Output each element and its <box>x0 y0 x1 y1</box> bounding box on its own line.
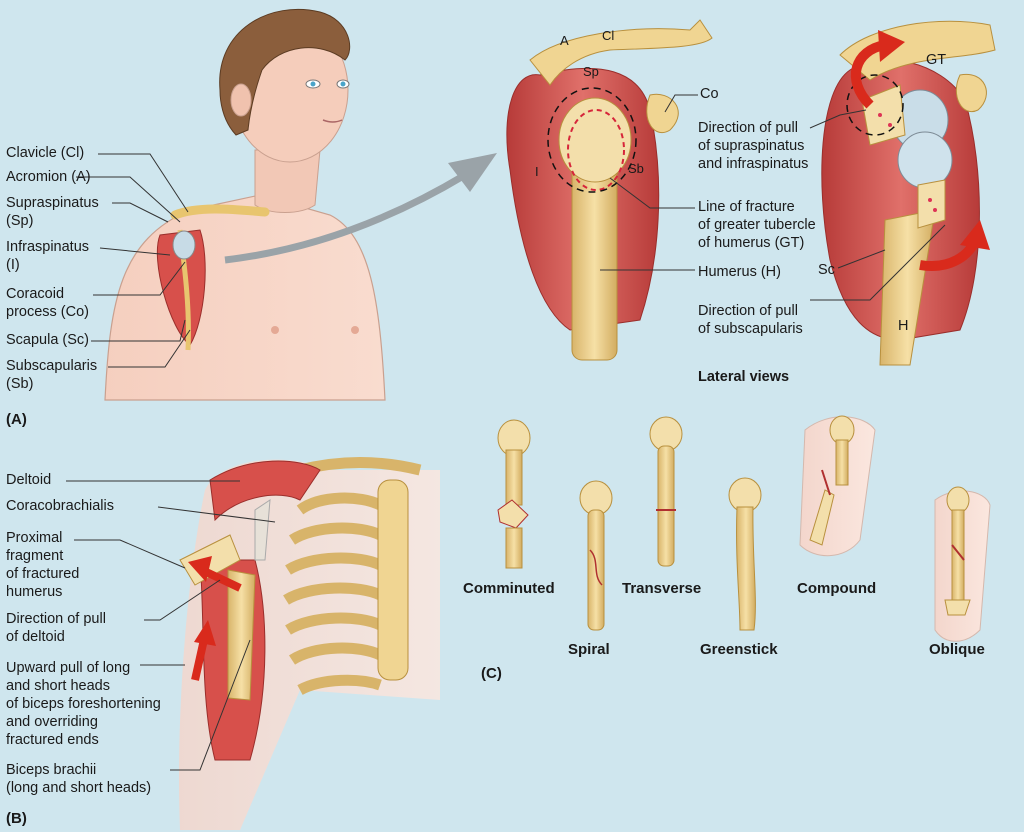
label-scapula: Scapula (Sc) <box>6 332 90 348</box>
bone-compound <box>799 415 876 557</box>
label-supraspinatus-2: (Sp) <box>6 213 34 229</box>
arrow-supraspinatus-head <box>878 30 905 62</box>
label-upward-2: and short heads <box>6 678 110 694</box>
label-infraspinatus-1: Infraspinatus <box>6 239 90 255</box>
panel-a-tag: (A) <box>6 411 27 428</box>
panel-b-chest <box>179 457 441 830</box>
label-oblique: Oblique <box>929 641 985 658</box>
label-greenstick: Greenstick <box>700 641 778 658</box>
label-deltoid: Deltoid <box>6 472 52 488</box>
abbr-greater-tubercle: GT <box>926 52 947 68</box>
panel-c-tag: (C) <box>481 665 502 682</box>
arrow-subscapularis-head <box>960 220 990 250</box>
man-figure <box>104 8 386 401</box>
bone-comminuted <box>497 419 531 569</box>
panel-b-tag: (B) <box>6 810 27 827</box>
bone-spiral <box>579 480 613 631</box>
label-fracture-1: Line of fracture <box>698 199 795 215</box>
caption-lateral-views: Lateral views <box>698 369 790 385</box>
label-pull-supra-2: of supraspinatus <box>698 138 805 154</box>
fracture-bones <box>497 415 991 642</box>
label-pull-sub-2: of subscapularis <box>698 321 803 337</box>
label-spiral: Spiral <box>568 641 610 658</box>
arrow-deltoid-pull <box>200 566 242 592</box>
abbr-clavicle: Cl <box>602 28 615 43</box>
bone-transverse <box>649 416 683 567</box>
label-pull-sub-1: Direction of pull <box>698 303 798 319</box>
label-coracoid-2: process (Co) <box>6 304 89 320</box>
label-upward-5: fractured ends <box>6 732 99 748</box>
label-subscapularis-1: Subscapularis <box>6 358 98 374</box>
abbr-acromion: A <box>560 33 569 48</box>
label-pull-deltoid-2: of deltoid <box>6 629 65 645</box>
label-biceps-2: (long and short heads) <box>6 780 152 796</box>
label-fracture-3: of humerus (GT) <box>698 235 805 251</box>
label-pull-deltoid-1: Direction of pull <box>6 611 106 627</box>
lateral-leaders <box>600 94 946 301</box>
panel-a-leaders <box>76 153 191 368</box>
abbr-humerus: H <box>898 318 909 334</box>
label-subscapularis-2: (Sb) <box>6 376 34 392</box>
label-upward-4: and overriding <box>6 714 98 730</box>
pointer-arrowhead <box>448 153 497 192</box>
label-biceps-1: Biceps brachii <box>6 762 97 778</box>
label-proximal-1: Proximal <box>6 530 63 546</box>
label-pull-supra-1: Direction of pull <box>698 120 798 136</box>
arrow-biceps-head <box>194 620 216 646</box>
lateral-view-2 <box>821 20 996 366</box>
label-infraspinatus-2: (I) <box>6 257 20 273</box>
bone-greenstick <box>728 477 762 631</box>
label-coracoid-1: Coracoid <box>6 286 65 302</box>
pointer-arrow <box>224 171 467 264</box>
abbr-subscapularis: Sb <box>628 161 644 176</box>
arrow-supraspinatus-pull <box>850 40 887 109</box>
label-fracture-2: of greater tubercle <box>698 217 816 233</box>
panel-b-leaders <box>66 480 276 771</box>
label-comminuted: Comminuted <box>463 580 555 597</box>
bone-oblique <box>934 486 991 642</box>
lateral-view-1 <box>506 19 713 361</box>
label-proximal-3: of fractured <box>6 566 80 582</box>
arrow-deltoid-head <box>188 556 212 582</box>
label-coracobrachialis: Coracobrachialis <box>6 498 114 514</box>
label-proximal-4: humerus <box>6 584 63 600</box>
label-acromion: Acromion (A) <box>6 169 91 185</box>
abbr-supraspinatus: Sp <box>583 64 599 79</box>
label-clavicle: Clavicle (Cl) <box>6 145 85 161</box>
label-upward-1: Upward pull of long <box>6 660 131 676</box>
label-humerus: Humerus (H) <box>698 264 781 280</box>
label-pull-supra-3: and infraspinatus <box>698 156 809 172</box>
label-proximal-2: fragment <box>6 548 64 564</box>
abbr-scapula: Sc <box>818 262 835 278</box>
abbr-coracoid: Co <box>700 86 719 102</box>
label-supraspinatus-1: Supraspinatus <box>6 195 99 211</box>
abbr-infraspinatus: I <box>535 164 539 179</box>
label-upward-3: of biceps foreshortening <box>6 696 161 712</box>
label-transverse: Transverse <box>622 580 702 597</box>
label-compound: Compound <box>797 580 877 597</box>
